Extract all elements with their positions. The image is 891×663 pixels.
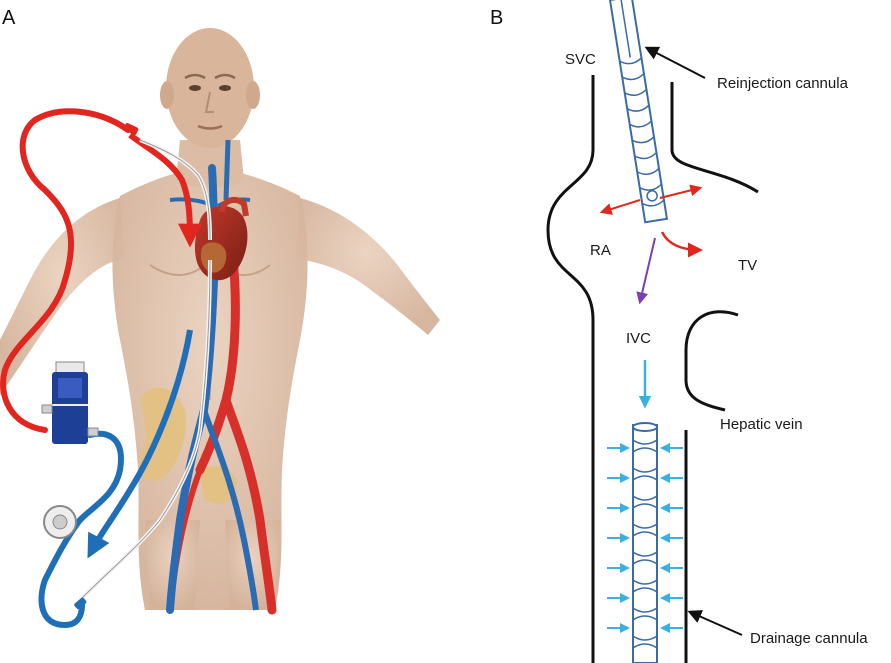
reinjection-cannula [608,0,669,224]
panel-a: A [0,7,440,629]
reinjection-pointer-arrow [644,46,706,79]
drainage-flow-arrow [87,329,193,559]
left-vessel-wall [546,75,595,663]
aortic-arch [219,196,249,217]
right-vessel-wall-hepatic [684,310,739,412]
label-reinjection-cannula: Reinjection cannula [717,75,849,92]
drainage-cannula-tube [632,424,658,663]
drainage-cannula [632,422,658,663]
left-ear [160,81,174,109]
return-connector [123,123,139,135]
label-tv: TV [738,257,757,274]
label-svc: SVC [565,51,596,68]
iliac-vein-right [201,409,259,611]
label-drainage-cannula: Drainage cannula [750,630,868,647]
oxygenator-window [58,378,82,398]
nose [204,91,214,113]
deoxygenated-circuit [38,329,193,629]
oxygenated-circuit [0,108,202,433]
oxygenated-return-line [0,108,131,433]
pump-center [52,514,68,530]
label-ivc: IVC [626,330,651,347]
right-vessel-wall-upper [670,82,759,194]
panel-b-letter: B [490,7,503,29]
panel-a-letter: A [2,7,16,29]
label-ra: RA [590,242,611,259]
mouth [197,124,223,130]
reinjection-cannula-outline [139,139,211,241]
femoral-connector [74,597,87,610]
oxygenator [41,361,99,444]
oxygenator-port-left [41,404,53,414]
label-hepatic-vein: Hepatic vein [720,416,803,433]
drainage-inflow-arrows [607,443,683,633]
oxygenator-port-right [87,427,99,437]
tv-flow-arrow [660,231,703,258]
reinjection-cannula-tube [608,0,669,224]
drainage-cannula-tip [632,422,658,432]
left-arm [0,198,125,395]
left-eye [189,85,201,91]
head [166,28,254,148]
ra-flow-arrow-left [599,199,641,215]
drainage-wire-coil [632,439,658,649]
ivc-flow-arrow [636,237,656,305]
panel-b: B [490,0,868,663]
eyebrows [184,73,236,80]
drainage-cannula-outline [79,259,211,601]
oxygenated-cannula-arrow [128,132,202,248]
jugular-vein [223,139,231,201]
right-eye [219,85,231,91]
reinjection-inner-line [620,0,631,58]
deoxygenated-drainage-line [38,430,124,629]
heart-cutaway [200,242,227,273]
right-arm [295,198,440,335]
right-ear [246,81,260,109]
ra-flow-arrow-right [659,184,703,199]
reinjection-wire-coil [619,57,665,207]
drainage-pointer-arrow [687,610,743,636]
